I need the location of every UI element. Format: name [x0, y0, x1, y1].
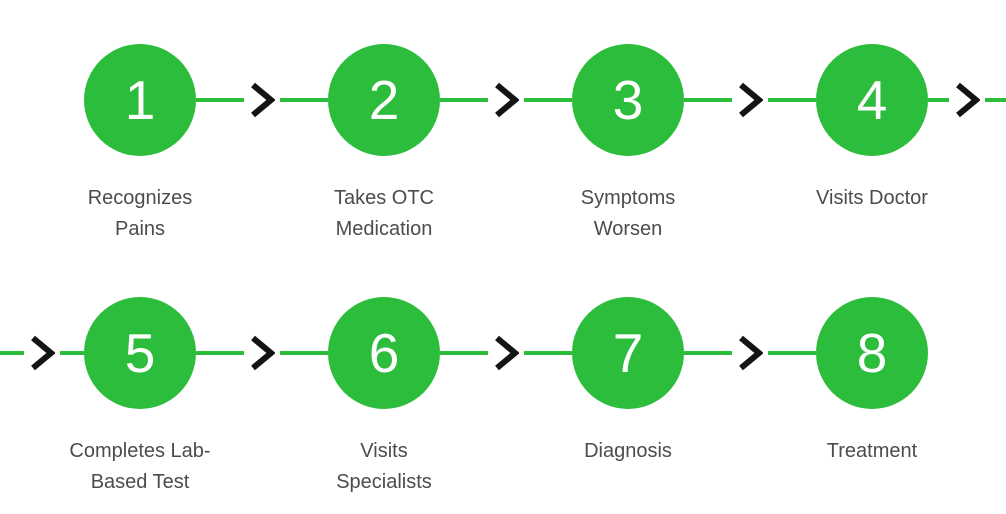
step-7: 7 Diagnosis	[518, 297, 738, 467]
connector-line	[684, 351, 732, 355]
connector-line	[440, 351, 488, 355]
connector-line	[0, 351, 24, 355]
connector-line	[440, 98, 488, 102]
connector-step2-step3	[440, 81, 572, 119]
connector-step3-step4	[684, 81, 816, 119]
connector-line	[280, 351, 328, 355]
step-number: 7	[612, 321, 644, 384]
step-label: Diagnosis	[584, 440, 672, 462]
connector-line	[768, 98, 816, 102]
chevron-right-icon	[495, 82, 519, 118]
connector-line	[280, 98, 328, 102]
connector-line	[524, 351, 572, 355]
connector-line	[524, 98, 572, 102]
step-6-circle: 6	[328, 297, 440, 409]
step-number: 1	[124, 68, 156, 131]
connector-step6-step7	[440, 334, 572, 372]
step-label: Completes Lab-Based Test	[69, 440, 211, 493]
chevron-right-icon	[739, 335, 763, 371]
chevron-right-icon	[251, 335, 275, 371]
connector-line	[196, 351, 244, 355]
step-8-circle: 8	[816, 297, 928, 409]
step-number: 6	[368, 321, 400, 384]
chevron-right-icon	[31, 335, 55, 371]
chevron-right-icon	[251, 82, 275, 118]
connector-step7-step8	[684, 334, 816, 372]
step-8: 8 Treatment	[762, 297, 982, 467]
connector-line	[60, 351, 84, 355]
connector-line	[684, 98, 732, 102]
chevron-right-icon	[739, 82, 763, 118]
step-5-circle: 5	[84, 297, 196, 409]
step-number: 5	[124, 321, 156, 384]
step-number: 3	[612, 68, 644, 131]
connector-line	[928, 98, 949, 102]
connector-step4-rowwrap-out	[928, 81, 1006, 119]
step-1-circle: 1	[84, 44, 196, 156]
step-2-circle: 2	[328, 44, 440, 156]
connector-line	[985, 98, 1006, 102]
step-number: 4	[856, 68, 888, 131]
connector-step5-step6	[196, 334, 328, 372]
connector-rowwrap-in-step5	[0, 334, 84, 372]
step-label: Treatment	[826, 440, 918, 462]
step-5: 5 Completes Lab-Based Test	[30, 297, 250, 498]
connector-step1-step2	[196, 81, 328, 119]
connector-line	[768, 351, 816, 355]
step-number: 2	[368, 68, 400, 131]
step-label: Visits Doctor	[816, 187, 928, 209]
step-7-circle: 7	[572, 297, 684, 409]
step-number: 8	[856, 321, 888, 384]
step-4: 4 Visits Doctor	[762, 44, 982, 214]
chevron-right-icon	[956, 82, 980, 118]
chevron-right-icon	[495, 335, 519, 371]
step-3-circle: 3	[572, 44, 684, 156]
connector-line	[196, 98, 244, 102]
step-4-circle: 4	[816, 44, 928, 156]
